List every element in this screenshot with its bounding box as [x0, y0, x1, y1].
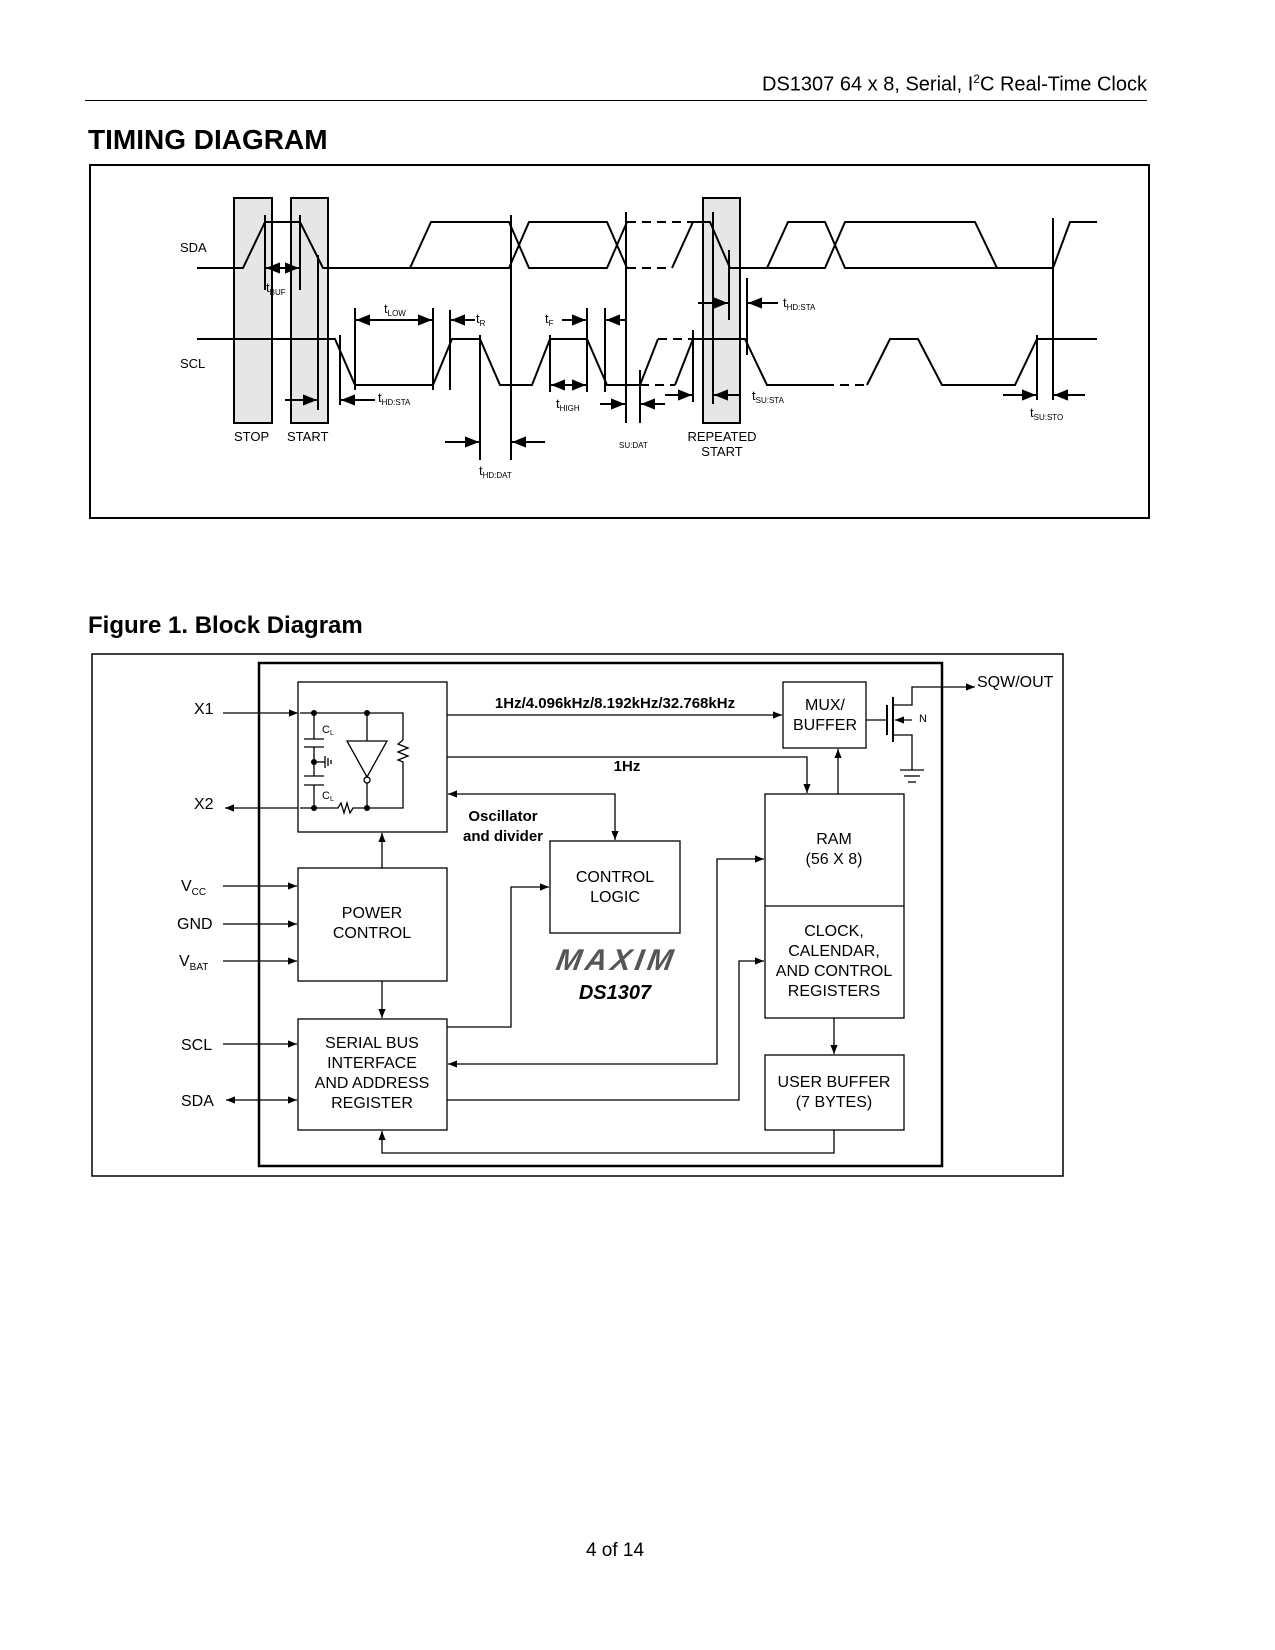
power-control-text-2: CONTROL [333, 925, 411, 942]
clock-regs-text: CLOCK, [804, 923, 864, 940]
su-dat-label: SU:DAT [619, 441, 648, 450]
serial-bus-text-2: INTERFACE [327, 1055, 417, 1072]
n-channel-transistor-icon: N [866, 683, 975, 783]
chip-boundary [257, 661, 944, 1168]
header-title-superscript: 2 [973, 72, 980, 86]
sda-label: SDA [180, 240, 207, 255]
figure-frame [91, 653, 1064, 1177]
user-buffer-block [764, 1054, 905, 1131]
frequency-label: 1Hz/4.096kHz/8.192kHz/32.768kHz [495, 695, 735, 712]
pin-x1-label: X1 [194, 701, 214, 718]
ram-text-2: (56 X 8) [806, 851, 863, 868]
oscillator-label-2: and divider [463, 828, 543, 845]
clock-regs-text-2: CALENDAR, [788, 943, 880, 960]
pin-x2-label: X2 [194, 796, 214, 813]
clock-regs-text-3: AND CONTROL [776, 963, 893, 980]
maxim-logo: MAXIM [554, 944, 680, 977]
repeated-start-label-2: START [701, 444, 742, 459]
block-diagram-heading: Figure 1. Block Diagram [88, 612, 363, 639]
ram-text: RAM [816, 831, 852, 848]
block-diagram: CL CL X1 X2 VCC GND VBAT SCL SDA SQW/OUT [91, 653, 1064, 1177]
t-r-label: tR [476, 311, 486, 328]
pin-connections [223, 709, 298, 1104]
oscillator-block [297, 681, 448, 833]
mux-text: MUX/ [805, 697, 846, 714]
part-number: DS1307 [579, 982, 652, 1004]
serial-bus-text-4: REGISTER [331, 1095, 413, 1112]
oscillator-label: Oscillator [468, 808, 537, 825]
serial-bus-text-3: AND ADDRESS [315, 1075, 430, 1092]
t-f-label: tF [545, 311, 554, 328]
t-hd-sta-label-2: tHD:STA [783, 295, 816, 312]
start-region [290, 197, 329, 424]
t-low-label: tLOW [384, 301, 406, 318]
t-hd-dat-label: tHD:DAT [479, 463, 512, 480]
control-logic-text: CONTROL [576, 869, 654, 886]
pin-sda-label: SDA [181, 1093, 214, 1110]
page-number: 4 of 14 [585, 1540, 645, 1561]
serial-bus-text: SERIAL BUS [325, 1035, 419, 1052]
pin-vbat-label: VBAT [179, 953, 208, 973]
header-title-text: DS1307 64 x 8, Serial, I [762, 73, 974, 96]
scl-label: SCL [180, 356, 205, 371]
repeated-start-label: REPEATED [687, 429, 756, 444]
header-title-text-end: C Real-Time Clock [979, 73, 1147, 96]
stop-region [233, 197, 273, 424]
power-control-text: POWER [342, 905, 402, 922]
scl-waveform [197, 338, 1097, 386]
serial-bus-block [297, 1018, 448, 1131]
cl-label-top: CL [322, 724, 334, 737]
t-su-sto-label: tSU:STO [1030, 405, 1063, 422]
one-hz-label: 1Hz [614, 758, 641, 775]
t-su-sta-label: tSU:STA [752, 388, 785, 405]
pin-sqw-out-label: SQW/OUT [977, 674, 1054, 691]
clock-regs-text-4: REGISTERS [788, 983, 880, 1000]
mux-buffer-block [782, 681, 867, 749]
header-rule [85, 100, 1147, 101]
document-header-title: DS1307 64 x 8, Serial, I2C Real-Time Clo… [762, 72, 1147, 97]
timing-frame [89, 164, 1150, 519]
control-logic-block [549, 840, 681, 934]
sda-waveform [197, 221, 1097, 269]
start-label: START [287, 429, 328, 444]
control-logic-text-2: LOGIC [590, 889, 640, 906]
user-buffer-text: USER BUFFER [778, 1074, 891, 1091]
internal-connections [378, 711, 842, 1154]
mux-text-2: BUFFER [793, 717, 857, 734]
user-buffer-text-2: (7 BYTES) [796, 1094, 872, 1111]
power-control-block [297, 867, 448, 982]
stop-label: STOP [234, 429, 269, 444]
transistor-type-label: N [919, 713, 927, 725]
pin-gnd-label: GND [177, 916, 213, 933]
cl-label-bottom: CL [322, 790, 334, 803]
timing-diagram-heading: TIMING DIAGRAM [88, 124, 328, 155]
oscillator-circuit: CL CL [300, 710, 410, 816]
pin-scl-label: SCL [181, 1037, 212, 1054]
t-high-label: tHIGH [556, 396, 580, 413]
t-buf-label: tBUF [266, 280, 286, 297]
timing-diagram: SDA SCL STOP START REPEATED START SU:DAT… [89, 164, 1150, 519]
repeated-start-region [702, 197, 741, 424]
timing-markers [264, 212, 1085, 460]
pin-vcc-label: VCC [181, 878, 206, 898]
t-hd-sta-label: tHD:STA [378, 390, 411, 407]
